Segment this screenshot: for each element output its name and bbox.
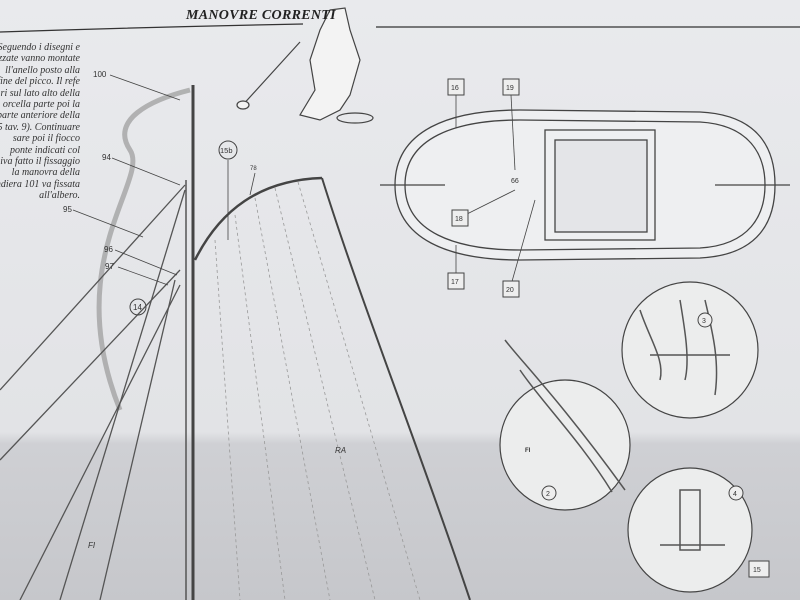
detail-label-fi: FI xyxy=(525,448,531,454)
callout-16-box xyxy=(447,78,465,96)
callout-17-box xyxy=(447,272,465,290)
instruction-line: fine del picco. Il refe xyxy=(0,76,80,88)
callout-19: 19 xyxy=(506,85,514,92)
instruction-line: la manovra della xyxy=(11,167,80,179)
callout-100: 100 xyxy=(93,70,107,79)
callout-2-circle xyxy=(541,485,557,501)
callout-20: 20 xyxy=(506,287,514,294)
sail-label-ra: RA xyxy=(335,446,346,455)
callout-78: 78 xyxy=(250,166,257,172)
callout-14: 14 xyxy=(133,303,142,312)
hull-plan xyxy=(380,109,790,261)
callout-14-circle xyxy=(129,298,147,316)
instruction-line: izzate vanno montate xyxy=(0,53,80,65)
instruction-line: iva fatto il fissaggio xyxy=(0,155,80,167)
instruction-line: orcella parte poi la xyxy=(2,98,80,110)
sail-seams xyxy=(214,181,421,600)
header-rule-left xyxy=(0,23,304,33)
instruction-text: Seguendo i disegni e izzate vanno montat… xyxy=(0,42,80,201)
instruction-line: ponte indicati col xyxy=(10,144,80,156)
callout-15b: 15b xyxy=(220,146,233,155)
callout-4-circle xyxy=(728,485,744,501)
instruction-line: all'albero. xyxy=(39,190,80,202)
hull-leader-lines xyxy=(455,94,536,286)
instruction-line: ll'anello posto alla xyxy=(5,64,80,76)
detail-belaying-pins xyxy=(504,299,730,551)
callout-15: 15 xyxy=(753,567,761,574)
sailor-illustration xyxy=(236,7,374,124)
instruction-line: ndiera 101 va fissata xyxy=(0,178,80,190)
callout-66: 66 xyxy=(511,178,519,185)
sail-leech xyxy=(321,177,471,600)
callout-18: 18 xyxy=(455,216,463,223)
page-title: MANOVRE CORRENTI xyxy=(186,8,336,23)
instruction-line: parte anteriore della xyxy=(0,110,80,122)
gaff xyxy=(193,176,323,261)
leader-lines xyxy=(72,74,256,286)
callout-2: 2 xyxy=(546,491,550,498)
instruction-line: sare poi il fiocco xyxy=(12,133,80,145)
instruction-line: 5 tav. 9). Continuare xyxy=(0,121,80,133)
callout-15b-circle xyxy=(218,140,238,160)
callout-3: 3 xyxy=(702,318,706,325)
callout-3-circle xyxy=(697,312,713,328)
detail-views xyxy=(499,281,759,593)
callout-95: 95 xyxy=(63,205,72,214)
sail-label-fi: FI xyxy=(88,541,96,550)
instruction-line: Seguendo i disegni e xyxy=(0,42,80,53)
callout-19-box xyxy=(502,78,520,96)
callout-97: 97 xyxy=(105,262,114,271)
stays xyxy=(0,184,186,600)
callout-96: 96 xyxy=(104,245,113,254)
flag-pennant xyxy=(96,87,191,411)
callout-15-box xyxy=(748,560,770,578)
callout-94: 94 xyxy=(102,153,111,162)
callout-20-box xyxy=(502,280,520,298)
callout-4: 4 xyxy=(733,491,737,498)
callout-16: 16 xyxy=(451,85,459,92)
instruction-line: ri sul lato alto della xyxy=(0,87,80,99)
callout-18-box xyxy=(451,209,469,227)
callout-17: 17 xyxy=(451,279,459,286)
